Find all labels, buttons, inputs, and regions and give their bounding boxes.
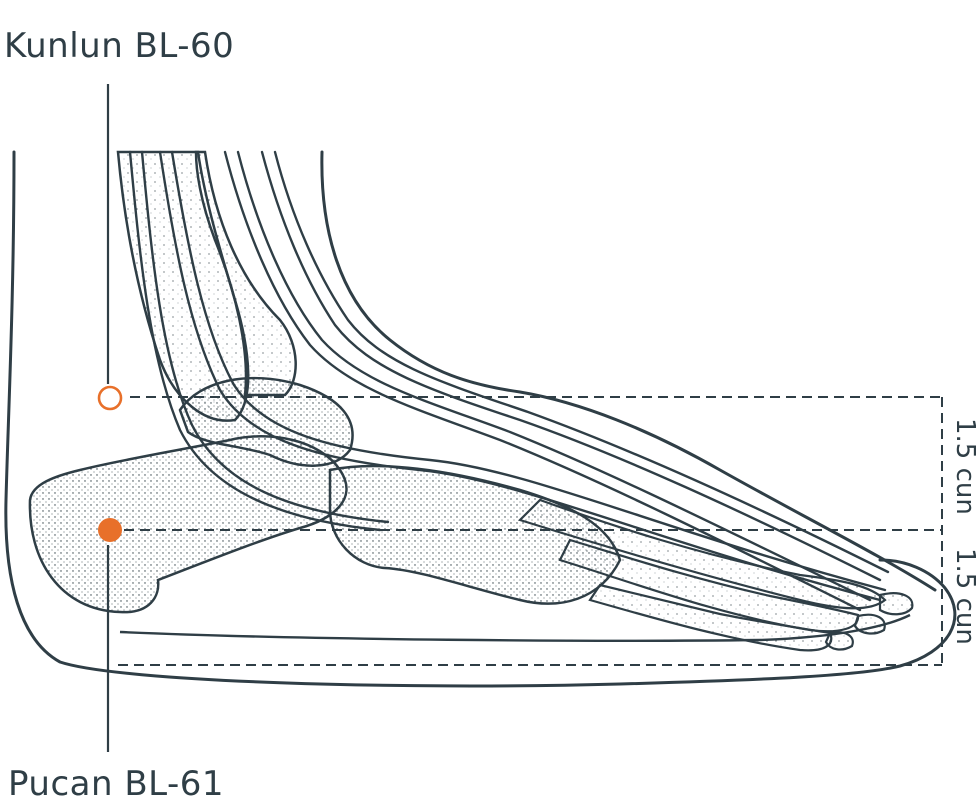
sole-line: [119, 613, 911, 642]
upper-measurement-label: 1.5 cun: [950, 418, 980, 515]
bone-structures: [28, 150, 622, 614]
tibia-bone: [194, 150, 297, 397]
kunlun-point-marker: [97, 385, 123, 411]
pucan-label: Pucan BL-61: [8, 764, 225, 804]
kunlun-label: Kunlun BL-60: [4, 26, 235, 66]
skin-outline: [4, 150, 957, 688]
lower-measurement-label: 1.5 cun: [950, 548, 980, 645]
fibula-bone: [116, 150, 250, 422]
pucan-point-marker: [98, 518, 122, 542]
toe-bones: [517, 498, 914, 652]
measurement-guides: [118, 396, 943, 666]
